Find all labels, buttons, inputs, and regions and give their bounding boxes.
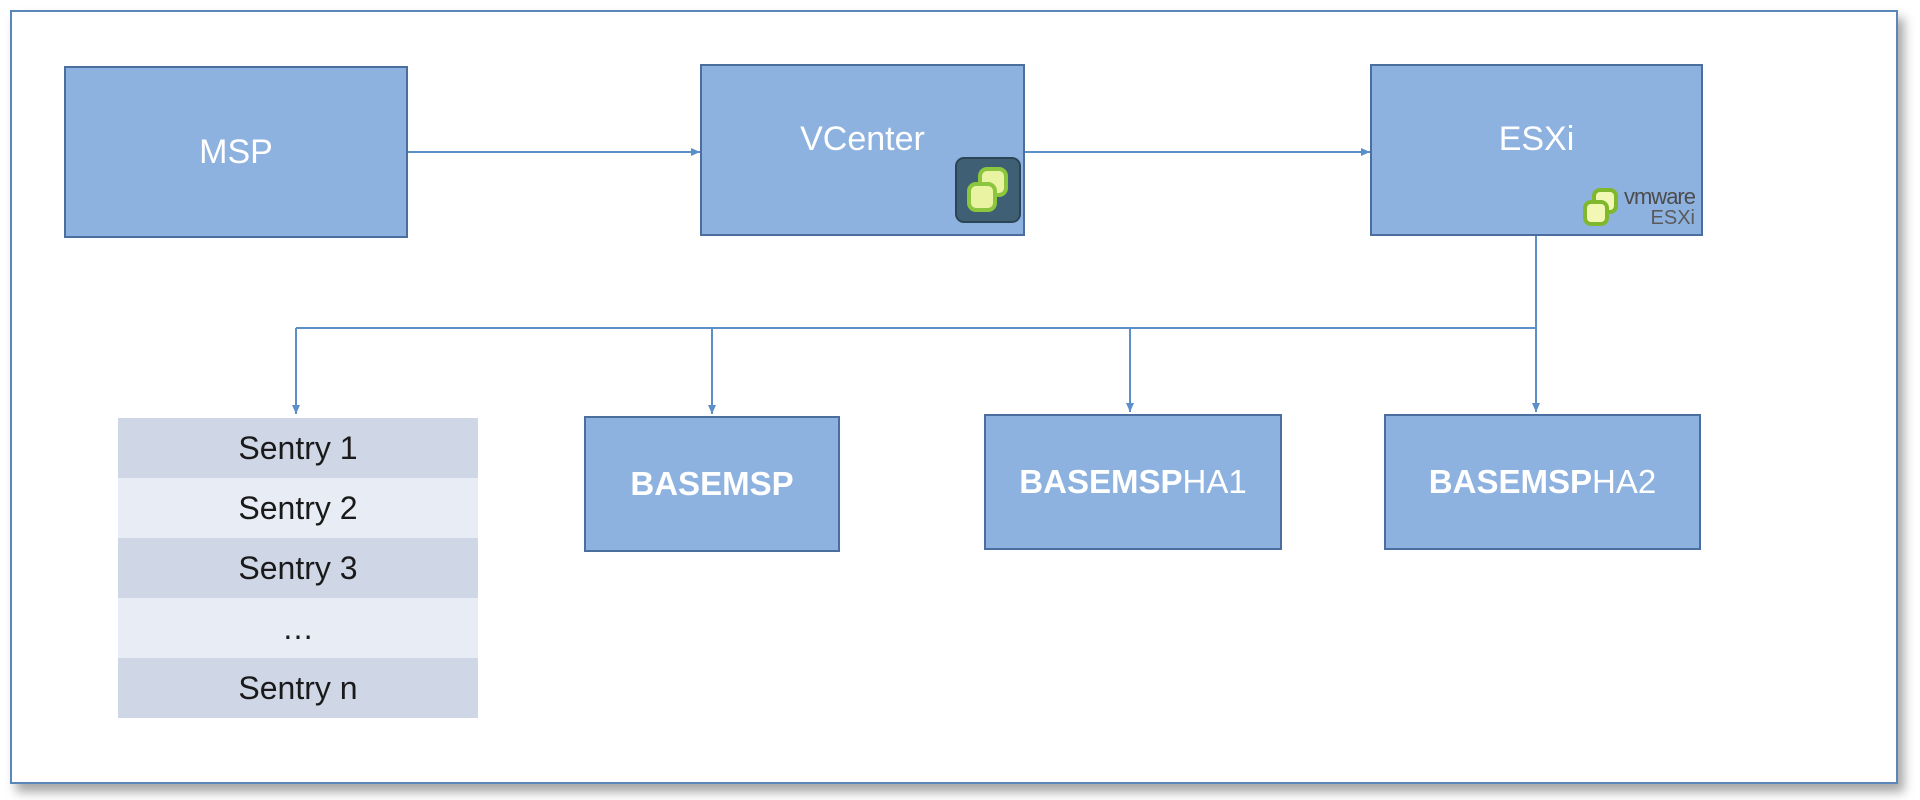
basemspha2-label-bold: BASEMSP <box>1428 463 1592 500</box>
vmware-vcenter-icon <box>955 157 1021 232</box>
esxi-node: ESXi vmware ESXi <box>1370 64 1703 236</box>
vmware-brand-text: vmware <box>1623 184 1696 209</box>
vmware-logo-icon <box>1582 188 1618 226</box>
basemspha2-label-suffix: HA2 <box>1592 463 1657 500</box>
vcenter-label: VCenter <box>800 119 925 158</box>
msp-node: MSP <box>64 66 408 238</box>
vcenter-node: VCenter <box>700 64 1025 236</box>
sentry-list-item: Sentry n <box>118 658 478 718</box>
basemspha2-node: BASEMSPHA2 <box>1384 414 1701 550</box>
esxi-label: ESXi <box>1498 119 1575 158</box>
sentry-list-item: … <box>118 598 478 658</box>
basemspha1-label-suffix: HA1 <box>1182 463 1247 500</box>
esxi-product-text: ESXi <box>1650 207 1695 229</box>
sentry-list-item: Sentry 1 <box>118 418 478 478</box>
sentry-list-item: Sentry 2 <box>118 478 478 538</box>
msp-label: MSP <box>199 132 273 171</box>
basemsp-label: BASEMSP <box>630 465 794 502</box>
esxi-badge: vmware ESXi <box>1580 184 1696 229</box>
basemspha1-node: BASEMSPHA1 <box>984 414 1282 550</box>
sentry-list: Sentry 1 Sentry 2 Sentry 3 … Sentry n <box>118 418 478 718</box>
basemspha1-label-bold: BASEMSP <box>1019 463 1183 500</box>
basemsp-node: BASEMSP <box>584 416 840 552</box>
sentry-list-item: Sentry 3 <box>118 538 478 598</box>
